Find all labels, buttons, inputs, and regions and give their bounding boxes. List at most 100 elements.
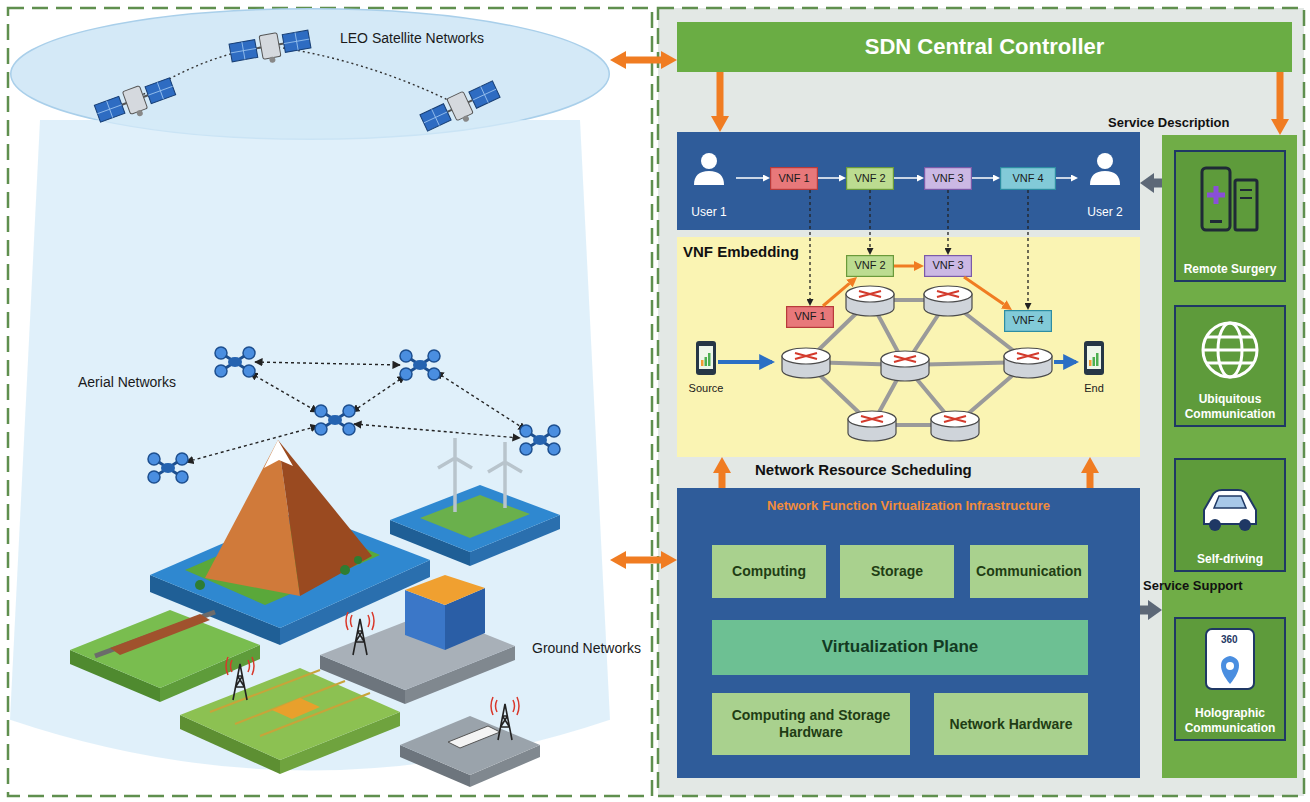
embedding-band: VNF EmbeddingSourceVNF 1VNF 2VNF 3VNF 4E… <box>677 237 1140 457</box>
user-icon <box>694 153 724 185</box>
city-tile <box>320 575 515 704</box>
cell-tower <box>346 612 374 655</box>
node-text: Service Description <box>1108 115 1229 131</box>
railway-tile <box>95 612 215 656</box>
router-icon <box>924 286 972 316</box>
cell-tower <box>491 697 519 740</box>
node-text: User 2 <box>1087 205 1122 219</box>
service-box: Ubiquitous Communication <box>1174 305 1286 427</box>
connector <box>894 265 914 268</box>
node-shape <box>771 168 818 190</box>
node-text: VNF 1 <box>778 172 809 185</box>
vnf-box-outline <box>771 168 818 190</box>
node-text: Network Function Virtualization Infrastr… <box>677 498 1140 514</box>
node-shape <box>1175 618 1285 740</box>
surgery-icon <box>1202 168 1230 230</box>
section-label: Network Resource Scheduling <box>755 461 972 479</box>
node-text: Network Hardware <box>950 716 1073 733</box>
drone-link <box>186 426 318 462</box>
source-device: Source <box>680 338 732 398</box>
connector <box>894 177 917 179</box>
vnf-box: VNF 3 <box>924 255 972 277</box>
orbit-line <box>135 46 460 106</box>
node-text: VNF 2 <box>854 172 885 185</box>
service-box: Remote Surgery <box>1174 150 1286 282</box>
node-shape <box>712 545 826 598</box>
service-box-outline <box>1175 306 1285 426</box>
nfvi-band-outline <box>677 488 1140 778</box>
node-shape <box>712 620 1088 675</box>
traffic-arrow <box>718 360 1076 364</box>
node-shape <box>1175 306 1285 426</box>
node-shape <box>1001 168 1056 190</box>
mountain-island <box>264 440 293 468</box>
node-shape <box>787 307 834 328</box>
service-panel: Service DescriptionRemote SurgeryUbiquit… <box>1162 135 1297 778</box>
node-shape <box>677 237 1140 457</box>
drone-link <box>352 376 405 412</box>
resource-box-outline <box>712 693 910 755</box>
drone-icon <box>148 453 188 483</box>
node-shape <box>840 545 954 598</box>
car-icon <box>1239 519 1251 531</box>
railway-tile <box>70 610 260 688</box>
router-icon <box>782 348 830 378</box>
hologram-icon <box>1226 662 1234 670</box>
service-box-outline <box>1175 459 1285 571</box>
virtualization-plane: Virtualization Plane <box>712 620 1088 675</box>
vnf-box: VNF 1 <box>786 306 834 328</box>
mountain-island <box>150 440 430 645</box>
node-text: Computing and Storage Hardware <box>718 707 904 741</box>
drone-link <box>354 424 520 438</box>
node-text: End <box>1084 382 1104 395</box>
connector <box>869 190 870 248</box>
resource-box: Communication <box>970 545 1088 598</box>
connector <box>719 473 726 488</box>
service-chain-band: User 1 VNF 1 VNF 2 VNF 3 VNF 4 User 2 <box>677 132 1140 230</box>
node-shape <box>925 256 972 277</box>
drone-icon <box>400 350 440 380</box>
wind-farm-tile <box>438 438 472 512</box>
surgery-icon <box>1207 186 1225 204</box>
node-text: Holographic Communication <box>1179 706 1281 735</box>
drone-link <box>186 362 526 462</box>
user-node: User 2 <box>1078 145 1132 223</box>
vnf-box: VNF 3 <box>924 167 972 190</box>
hologram-icon <box>1221 656 1239 684</box>
edge-label: Service Support <box>1143 578 1243 594</box>
vnf-box: VNF 4 <box>1000 167 1056 190</box>
node-shape <box>847 256 894 277</box>
service-panel-outline <box>1162 135 1297 778</box>
surgery-icon <box>1202 168 1257 230</box>
node-text: User 1 <box>691 205 726 219</box>
city-tile <box>405 575 485 605</box>
connector <box>626 557 661 564</box>
car-icon <box>1214 496 1246 508</box>
node-text: Storage <box>871 563 923 580</box>
node-shape <box>11 9 610 140</box>
connector <box>809 190 810 299</box>
globe-icon <box>1203 323 1257 377</box>
node-text: LEO Satellite Networks <box>340 30 484 47</box>
node-shape <box>677 22 1292 72</box>
icon-label: 360 <box>1221 634 1238 646</box>
node-shape <box>677 132 1140 230</box>
node-shape <box>677 488 1140 778</box>
node-shape <box>934 693 1088 755</box>
phone-icon <box>1084 341 1104 375</box>
farm-tile <box>272 698 320 719</box>
vnf-box-outline <box>925 256 972 277</box>
road-tile <box>448 726 500 748</box>
region-label: Ground Networks <box>532 640 641 657</box>
mountain-island <box>195 580 205 590</box>
resource-box: Storage <box>840 545 954 598</box>
embedding-band-outline <box>677 237 1140 457</box>
node-text: Aerial Networks <box>78 374 176 391</box>
connector <box>972 177 993 179</box>
car-icon <box>1204 490 1256 524</box>
node-shape <box>10 120 610 770</box>
satellite-icon <box>93 75 178 130</box>
connector <box>717 72 724 116</box>
traffic-arrow <box>718 360 772 364</box>
service-box-outline <box>1175 151 1285 281</box>
